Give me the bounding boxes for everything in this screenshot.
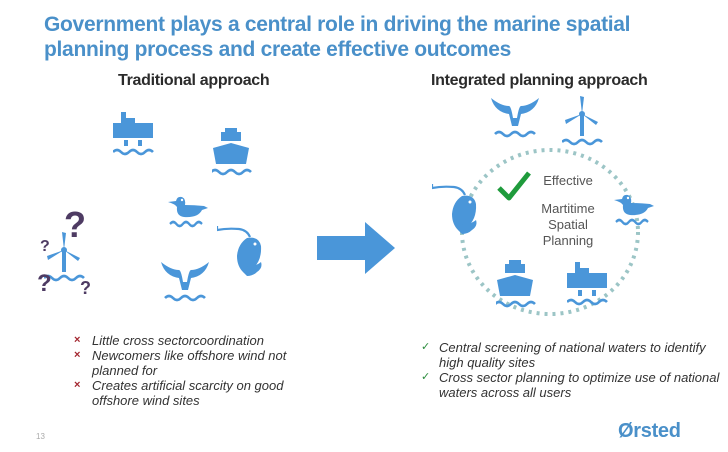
seabird-icon: [610, 194, 658, 228]
bullet-text: Cross sector planning to optimize use of…: [439, 370, 720, 400]
cross-icon: ×: [74, 334, 81, 346]
green-check-icon: [497, 171, 531, 201]
bullet-text: Creates artificial scarcity on good offs…: [92, 378, 284, 408]
center-label-spatial: Spatial: [548, 217, 588, 232]
oil-rig-icon: [567, 262, 609, 306]
integrated-approach-heading: Integrated planning approach: [431, 72, 648, 89]
bullet-text: Central screening of national waters to …: [439, 340, 706, 370]
fishing-icon: [432, 182, 478, 236]
seabird-icon: [164, 196, 212, 230]
cross-icon: ×: [74, 379, 81, 391]
bullet-item: ✓ Cross sector planning to optimize use …: [421, 370, 721, 400]
question-mark-icon: ?: [80, 278, 91, 298]
traditional-bullets: × Little cross sectorcoordination × Newc…: [74, 333, 334, 408]
ship-icon: [212, 128, 254, 178]
page-number: 13: [36, 432, 45, 441]
whale-tail-icon: [161, 262, 211, 302]
ship-icon: [496, 260, 538, 310]
whale-tail-icon: [491, 98, 541, 150]
center-label-effective: Effective: [543, 173, 593, 188]
bullet-item: × Creates artificial scarcity on good of…: [74, 378, 334, 408]
bullet-item: × Little cross sectorcoordination: [74, 333, 334, 348]
center-label-planning: Planning: [542, 233, 594, 248]
fishing-icon: [217, 224, 263, 278]
check-icon: ✓: [421, 341, 431, 353]
oil-rig-icon: [113, 112, 155, 156]
question-mark-icon: ?: [64, 204, 86, 245]
orsted-logo: Ørsted: [618, 420, 681, 442]
bullet-item: × Newcomers like offshore wind not plann…: [74, 348, 334, 378]
bullet-item: ✓ Central screening of national waters t…: [421, 340, 721, 370]
cross-icon: ×: [74, 349, 81, 361]
check-icon: ✓: [421, 371, 431, 383]
question-mark-icon: ?: [37, 270, 52, 297]
traditional-approach-heading: Traditional approach: [118, 72, 270, 89]
center-label-maritime: Martitime: [541, 201, 595, 216]
bullet-text: Little cross sectorcoordination: [92, 333, 264, 348]
bullet-text: Newcomers like offshore wind not planned…: [92, 348, 287, 378]
question-mark-icon: ?: [40, 238, 50, 255]
slide-title: Government plays a central role in drivi…: [44, 13, 631, 61]
right-arrow-icon: [317, 222, 395, 274]
integrated-bullets: ✓ Central screening of national waters t…: [421, 340, 721, 400]
wind-turbine-icon: [562, 96, 604, 148]
